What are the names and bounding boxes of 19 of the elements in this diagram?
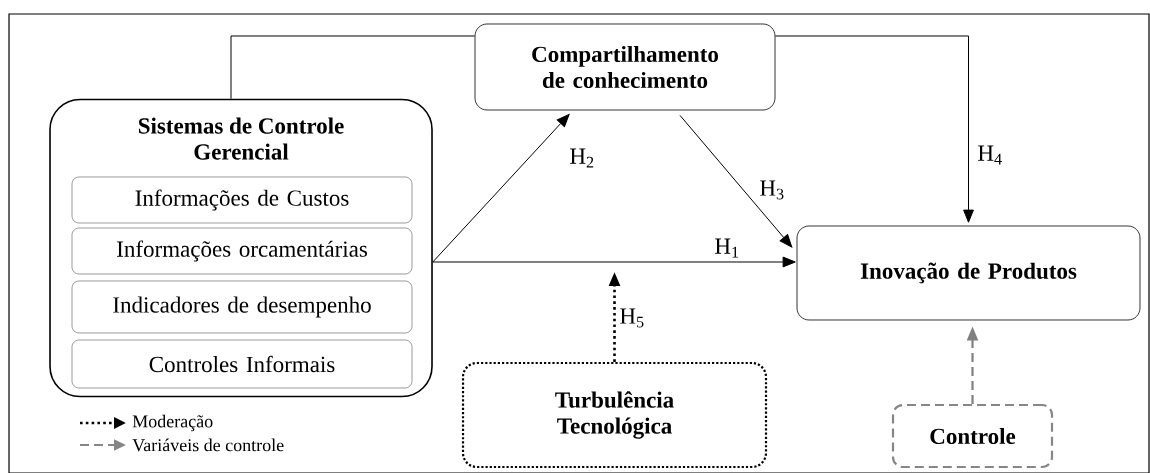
edge-label: H$_{2}$ [568, 147, 596, 169]
construct-box: Inovação de Produtos [796, 225, 1141, 321]
edge-label: H$_{4}$ [976, 144, 1004, 166]
legend-label: Variáveis de controle [132, 438, 284, 452]
arrow [679, 114, 793, 248]
edge-label: H$_{5}$ [618, 307, 646, 329]
item-box: Informações orcamentárias [71, 227, 413, 275]
moderator-box: Turbulência Tecnológica [461, 361, 768, 469]
legend-label: Moderação [132, 414, 213, 432]
arrow [774, 35, 974, 223]
edge-label: H$_{3}$ [758, 179, 786, 201]
arrow [432, 113, 570, 263]
edge-label: H$_{1}$ [713, 237, 741, 259]
item-box: Informações de Custos [71, 176, 413, 224]
item-box: Indicadores de desempenho [71, 280, 413, 334]
arrow [432, 256, 796, 268]
control-box: Controle [891, 403, 1054, 469]
construct-box: Compartilhamento de conhecimento [474, 23, 776, 111]
item-box: Controles Informais [71, 339, 413, 389]
